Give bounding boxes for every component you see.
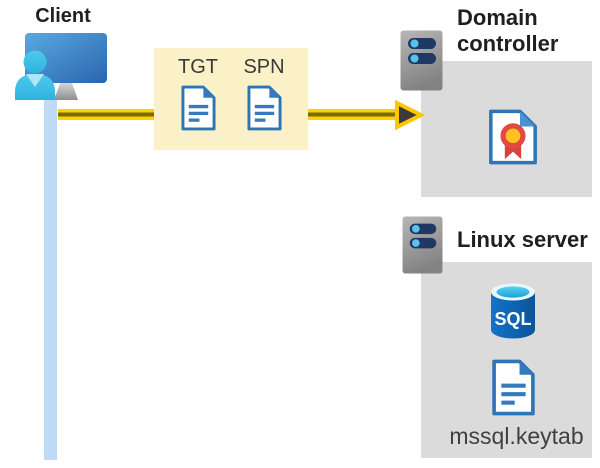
client-label: Client — [35, 5, 91, 27]
tgt-ticket: TGT — [176, 54, 220, 150]
client-timeline-line — [44, 95, 57, 460]
ticket-box: TGT SPN — [154, 48, 308, 150]
sql-text: SQL — [494, 309, 531, 329]
document-icon — [490, 359, 537, 416]
client-monitor-user-icon — [12, 29, 116, 102]
spn-ticket: SPN — [242, 54, 286, 150]
server-icon — [400, 30, 443, 91]
server-icon — [401, 216, 444, 274]
spn-label: SPN — [243, 56, 285, 78]
keytab-filename-label: mssql.keytab — [449, 423, 584, 449]
tgt-label: TGT — [178, 56, 218, 78]
domain-controller-label: Domain controller — [457, 5, 559, 56]
document-icon — [246, 85, 282, 131]
document-icon — [180, 85, 216, 131]
linux-server-label: Linux server — [457, 227, 588, 252]
certificate-icon — [488, 109, 538, 165]
arrowhead-icon — [394, 100, 424, 130]
sql-database-icon: SQL — [489, 283, 537, 340]
